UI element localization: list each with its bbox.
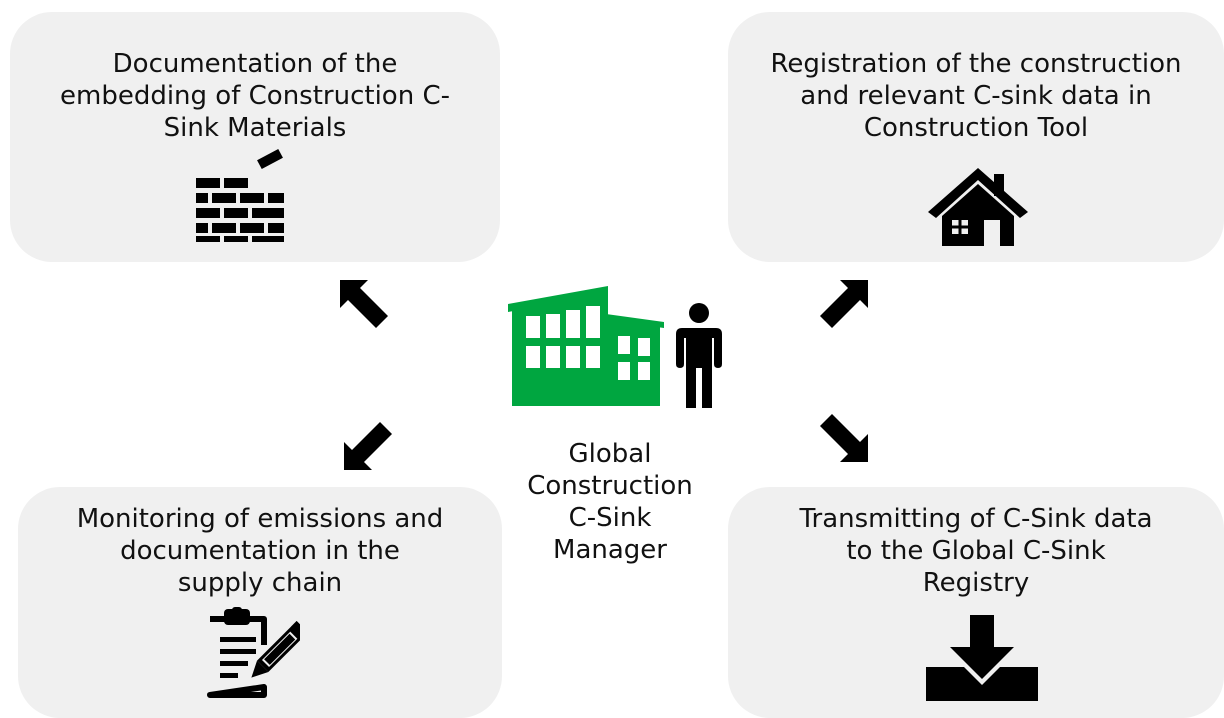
arrow-down-right-icon — [820, 414, 868, 462]
monitoring-box: Monitoring of emissions and documentatio… — [18, 487, 502, 718]
arrow-up-right-icon — [820, 280, 868, 328]
arrow-up-left-icon — [340, 280, 388, 328]
brick-wall-icon — [196, 148, 284, 242]
arrow-down-left-icon — [344, 422, 392, 470]
center-label: Global Construction C-Sink Manager — [527, 439, 693, 565]
registration-box: Registration of the construction and rel… — [728, 12, 1224, 262]
registration-box-text: Registration of the construction and rel… — [770, 49, 1182, 143]
building-icon — [508, 286, 664, 406]
download-tray-icon — [926, 615, 1038, 701]
monitoring-box-text: Monitoring of emissions and documentatio… — [76, 504, 444, 598]
transmitting-box: Transmitting of C-Sink data to the Globa… — [728, 487, 1224, 718]
person-icon — [676, 303, 722, 408]
transmitting-box-text: Transmitting of C-Sink data to the Globa… — [799, 504, 1153, 598]
house-icon — [928, 168, 1028, 246]
documentation-box: Documentation of the embedding of Constr… — [10, 12, 500, 262]
documentation-box-text: Documentation of the embedding of Constr… — [60, 49, 450, 143]
clipboard-edit-icon — [207, 607, 300, 698]
